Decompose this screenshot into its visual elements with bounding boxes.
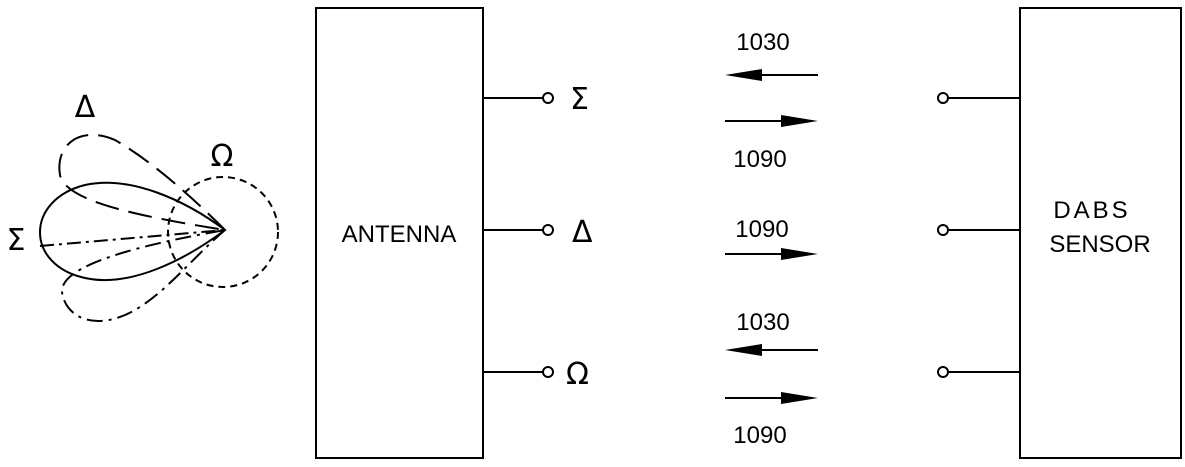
signal-label-1090-bottom: 1090	[733, 422, 786, 449]
sensor-block: DABS SENSOR	[1019, 7, 1182, 459]
beam-patterns: Δ Ω Σ	[7, 90, 279, 322]
sensor-port-top-terminal	[937, 92, 949, 104]
signal-arrows: 1030 1090 1090 1030 1090	[725, 29, 818, 449]
port-delta-terminal	[542, 224, 554, 236]
delta-lower-lobe	[60, 229, 226, 322]
omega-beam-pattern	[167, 176, 279, 288]
signal-arrow-1090-bottom-head	[781, 392, 818, 404]
antenna-ports: Σ Δ Ω	[483, 82, 593, 392]
port-delta-label: Δ	[572, 215, 593, 250]
signal-arrow-1090-middle-head	[781, 248, 818, 260]
sigma-beam-label: Σ	[7, 223, 26, 258]
port-omega-terminal	[542, 366, 554, 378]
signal-label-1090-middle: 1090	[735, 216, 788, 243]
delta-upper-lobe	[58, 134, 226, 231]
port-sigma-label: Σ	[570, 82, 589, 117]
delta-beam-label: Δ	[75, 90, 96, 125]
sensor-label-line1: DABS	[1053, 197, 1130, 224]
signal-label-1090-top: 1090	[733, 146, 786, 173]
sensor-port-bottom-terminal	[937, 366, 949, 378]
port-omega-label: Ω	[566, 357, 589, 392]
sum-beam-axis	[39, 229, 226, 247]
sensor-ports	[937, 92, 1020, 378]
sum-beam-pattern	[39, 181, 227, 282]
signal-arrow-1090-top-head	[781, 115, 818, 127]
sensor-box	[1019, 7, 1182, 459]
sensor-port-middle-terminal	[937, 224, 949, 236]
port-sigma-terminal	[542, 92, 554, 104]
sensor-label-line2: SENSOR	[1049, 231, 1150, 258]
omega-beam-label: Ω	[211, 139, 234, 174]
antenna-box	[315, 7, 484, 459]
signal-arrow-1030-bottom-head	[725, 344, 762, 356]
signal-arrow-1030-top-head	[725, 69, 762, 81]
signal-label-1030-bottom: 1030	[736, 309, 789, 336]
antenna-label: ANTENNA	[342, 221, 457, 248]
signal-label-1030-top: 1030	[736, 29, 789, 56]
antenna-block: ANTENNA	[315, 7, 484, 459]
